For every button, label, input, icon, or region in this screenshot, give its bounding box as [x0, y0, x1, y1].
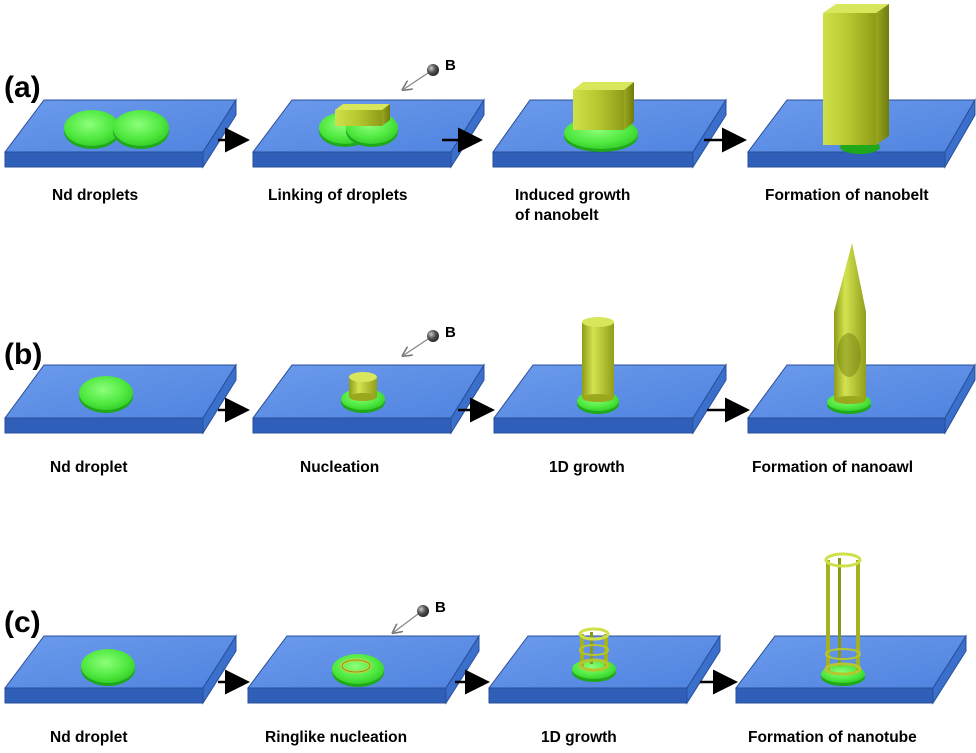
boron-label-a: B — [445, 57, 456, 74]
boron-atom-a — [404, 64, 439, 89]
nd-droplet-b — [79, 376, 133, 413]
row-a-label: (a) — [4, 71, 41, 104]
caption-c3: 1D growth — [541, 729, 617, 746]
substrate-c3 — [488, 634, 721, 705]
caption-b4: Formation of nanoawl — [752, 459, 913, 476]
nucleation-cylinder — [341, 372, 385, 413]
nanobelt-seed — [564, 82, 638, 152]
boron-atom-c — [394, 605, 429, 632]
caption-a2: Linking of droplets — [268, 187, 408, 204]
nd-droplet-c — [81, 649, 135, 686]
boron-label-b: B — [445, 324, 456, 341]
caption-a3-line2: of nanobelt — [515, 207, 599, 224]
substrate-a3 — [492, 98, 727, 169]
substrate-c4 — [735, 634, 967, 705]
nd-droplets — [64, 110, 169, 149]
boron-label-c: B — [435, 599, 446, 616]
ringlike-nucleus — [332, 654, 384, 687]
caption-c2: Ringlike nucleation — [265, 729, 407, 746]
substrate-b2 — [252, 363, 485, 435]
caption-c1: Nd droplet — [50, 729, 128, 746]
caption-b1: Nd droplet — [50, 459, 128, 476]
row-c-label: (c) — [4, 606, 41, 639]
caption-a1: Nd droplets — [52, 187, 138, 204]
row-b-label: (b) — [4, 338, 42, 371]
nanotube — [821, 552, 865, 686]
caption-c4: Formation of nanotube — [748, 729, 917, 746]
linked-droplets — [319, 104, 398, 147]
caption-a3-line1: Induced growth — [515, 187, 630, 204]
growth-cylinder — [577, 317, 619, 414]
short-tube — [572, 627, 616, 682]
nanoawl — [827, 243, 871, 414]
caption-a4: Formation of nanobelt — [765, 187, 929, 204]
boron-atom-b — [404, 330, 439, 355]
caption-b3: 1D growth — [549, 459, 625, 476]
nanobelt — [823, 4, 889, 154]
caption-b2: Nucleation — [300, 459, 379, 476]
